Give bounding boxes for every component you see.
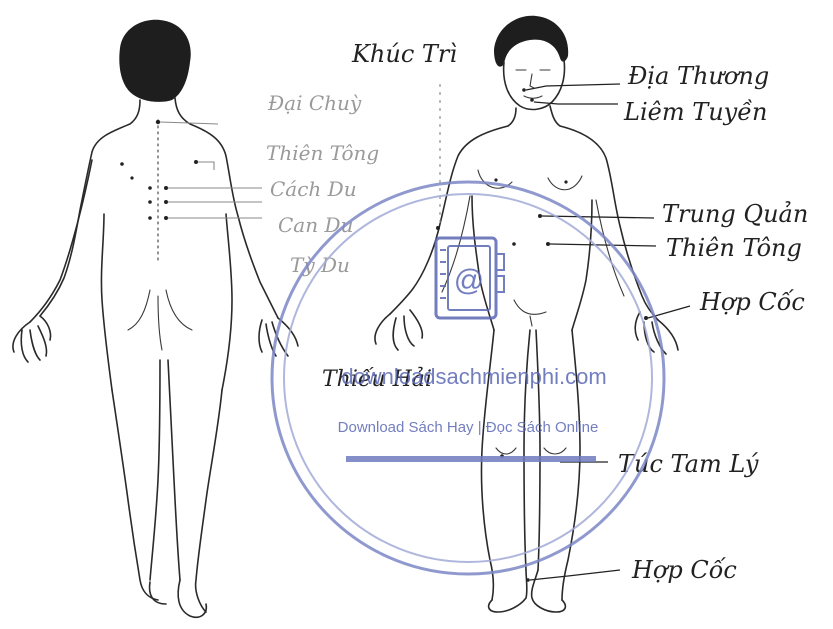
front-figure-left-hand <box>375 310 422 350</box>
label-liem-tuyen: Liêm Tuyền <box>623 98 767 126</box>
acupoint-trung-quan <box>538 214 542 218</box>
acupoint-hop-coc-foot <box>526 578 530 582</box>
back-figure-torso <box>40 100 140 316</box>
watermark-site: downloadsachmienphi.com <box>341 364 606 389</box>
back-figure-legs <box>112 360 222 612</box>
acupoint-cach-du <box>164 186 168 190</box>
back-view-figure <box>13 20 298 617</box>
leader-hop-coc-foot <box>530 570 620 580</box>
back-acupoints <box>120 120 198 220</box>
leader-thien-tong-back <box>198 162 214 170</box>
back-figure-left-hand <box>13 316 51 362</box>
label-hop-coc-hand: Hợp Cốc <box>699 288 805 316</box>
svg-text:@: @ <box>454 264 484 297</box>
acupoint-liem-tuyen <box>530 98 534 102</box>
book-at-icon: @ <box>436 238 504 318</box>
acupoint-thien-tong-back <box>194 160 198 164</box>
acupoint-dia-thuong <box>522 88 526 92</box>
acupoint-thien-tong-front <box>546 242 550 246</box>
front-figure-hair <box>494 16 568 67</box>
watermark-bar <box>346 456 596 462</box>
label-dai-chuy: Đại Chuỳ <box>267 91 362 115</box>
leader-liem-tuyen <box>534 102 618 104</box>
acupoint-dai-chuy <box>156 120 160 124</box>
label-dia-thuong: Địa Thương <box>627 62 769 90</box>
acupoint-khuc-tri <box>436 226 440 230</box>
acupoint-can-du <box>164 200 168 204</box>
leader-dia-thuong <box>526 84 620 90</box>
label-khuc-tri: Khúc Trì <box>351 40 457 68</box>
label-trung-quan: Trung Quản <box>662 200 808 228</box>
label-cach-du: Cách Du <box>270 177 357 201</box>
back-figure-hair <box>119 20 190 102</box>
label-thien-tong-front: Thiên Tông <box>666 234 802 262</box>
leader-thien-tong-front <box>550 244 656 246</box>
label-can-du: Can Du <box>278 213 353 237</box>
label-hop-coc-foot: Hợp Cốc <box>631 556 737 584</box>
label-ty-du: Tỳ Du <box>290 253 350 277</box>
acupoint-ty-du <box>164 216 168 220</box>
acupoint-hop-coc-hand <box>644 316 648 320</box>
watermark-tagline: Download Sách Hay | Đọc Sách Online <box>338 419 599 436</box>
label-thien-tong-back: Thiên Tông <box>266 141 379 165</box>
